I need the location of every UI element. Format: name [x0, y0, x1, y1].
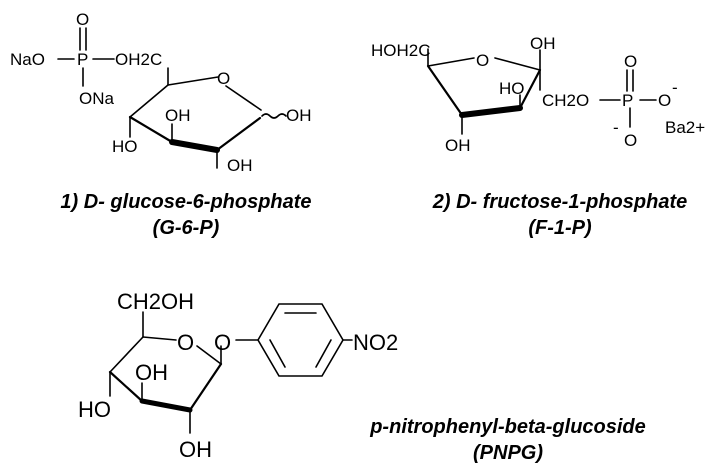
pnpg-c3-c2-bold-bond	[139, 398, 193, 413]
f1p-c4-c3-bold-bond	[459, 105, 523, 118]
f1p-caption-line1: 2) D- fructose-1-phosphate	[432, 191, 687, 213]
pnpg-atom-oh-c3: OH	[135, 360, 168, 385]
f1p-c3-c2-bond	[518, 68, 542, 110]
f1p-structure: HOH2C O OH HO OH CH2O P O O - O - Ba2+ 2…	[371, 34, 705, 239]
f1p-caption-line2: (F-1-P)	[528, 217, 592, 239]
g6p-c5-o-bond	[167, 76, 219, 86]
g6p-atom-ona: ONa	[79, 89, 115, 108]
f1p-atom-ch2o: CH2O	[542, 91, 589, 110]
f1p-atom-oh-bottom: OH	[445, 136, 471, 155]
g6p-anomeric-wavy-bond	[261, 113, 287, 119]
g6p-c5-c4-bond	[129, 84, 169, 118]
g6p-c3-c2-bold-bond	[169, 139, 220, 153]
f1p-charge-bottom: -	[613, 118, 619, 137]
pnpg-atom-no2: NO2	[353, 330, 398, 355]
g6p-atom-oh-c3: OH	[165, 106, 191, 125]
f1p-atom-oh-top: OH	[530, 34, 556, 53]
pnpg-atom-link-o: O	[214, 330, 231, 355]
pnpg-c4-c3-bond	[108, 370, 144, 403]
g6p-atom-ho-c4: HO	[112, 137, 138, 156]
pnpg-atom-ring-o: O	[177, 330, 194, 355]
f1p-c5-o-bond	[427, 57, 475, 67]
pnpg-structure: CH2OH O O NO2 OH HO OH p-nitrophenyl-bet…	[78, 289, 646, 464]
pnpg-o-c1-bond	[196, 345, 222, 365]
pnpg-c5-o-bond	[142, 336, 177, 341]
f1p-atom-o-right: O	[658, 91, 671, 110]
g6p-structure: O NaO P OH2C ONa O OH OH HO OH 1) D- glu…	[10, 10, 312, 239]
g6p-c4-c3-bond	[128, 115, 174, 144]
f1p-atom-o-double: O	[624, 52, 637, 71]
g6p-o-c1-bond	[225, 85, 262, 111]
g6p-caption-line2: (G-6-P)	[153, 217, 220, 239]
f1p-atom-p: P	[622, 91, 633, 110]
pnpg-c2-c1-bond	[188, 362, 223, 412]
f1p-o-c2-bond	[494, 57, 541, 71]
g6p-atom-oh2c: OH2C	[115, 50, 162, 69]
pnpg-benzene-double-left	[269, 339, 286, 368]
g6p-atom-oh-anomeric: OH	[286, 106, 312, 125]
pnpg-atom-ho-c4: HO	[78, 397, 111, 422]
pnpg-atom-ch2oh: CH2OH	[117, 289, 194, 314]
g6p-atom-p: P	[77, 50, 88, 69]
g6p-atom-nao: NaO	[10, 50, 45, 69]
g6p-c2-c1-bond	[215, 116, 262, 152]
f1p-atom-ring-o: O	[476, 51, 489, 70]
pnpg-caption-line2: (PNPG)	[473, 442, 543, 464]
f1p-atom-o-bottom: O	[624, 131, 637, 150]
pnpg-c5-c4-bond	[109, 336, 144, 373]
f1p-barium-ion: Ba2+	[665, 118, 705, 137]
g6p-atom-o-top: O	[76, 10, 89, 29]
pnpg-benzene-double-right	[315, 339, 332, 368]
pnpg-caption-line1: p-nitrophenyl-beta-glucoside	[369, 416, 646, 438]
g6p-caption-line1: 1) D- glucose-6-phosphate	[60, 191, 311, 213]
g6p-atom-oh-c2: OH	[227, 156, 253, 175]
pnpg-atom-oh-c2: OH	[179, 437, 212, 462]
f1p-atom-hoh2c: HOH2C	[371, 41, 431, 60]
f1p-c5-c4-bond	[426, 64, 464, 117]
g6p-atom-ring-o: O	[217, 69, 230, 88]
f1p-charge-right: -	[672, 78, 678, 97]
f1p-atom-ho-mid: HO	[499, 79, 525, 98]
